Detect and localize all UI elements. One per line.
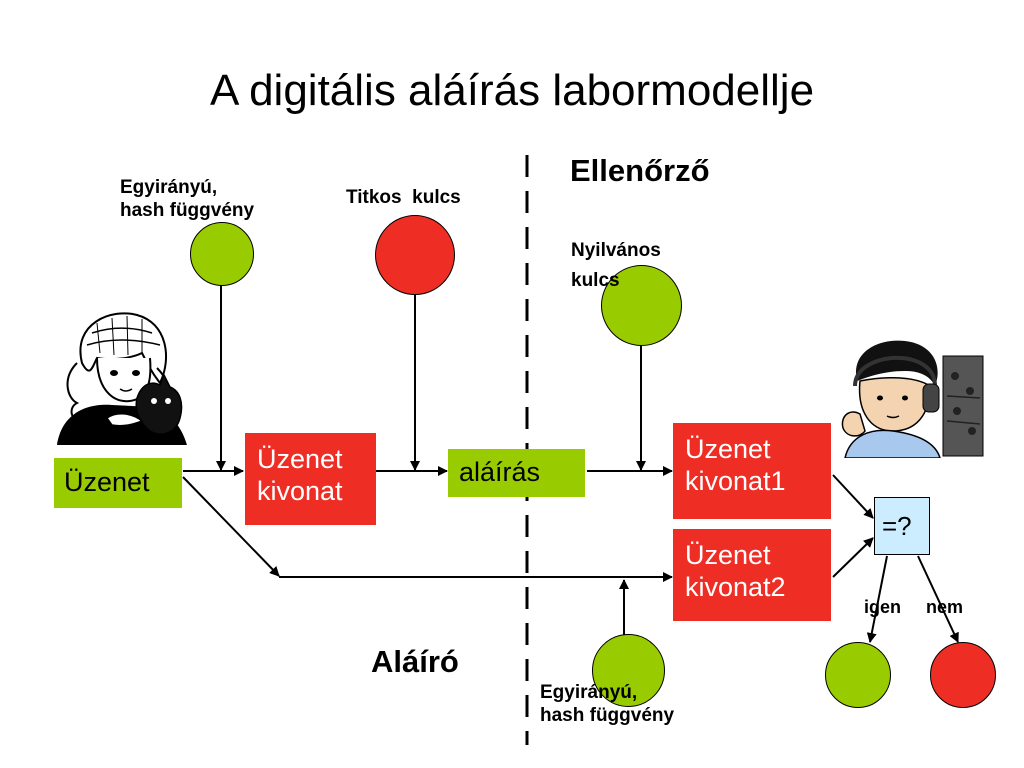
verifier-heading: Ellenőrző <box>570 153 710 188</box>
arrow-compare-to-yes <box>866 555 888 643</box>
result-no-circle <box>930 642 996 708</box>
yes-label: igen <box>864 597 902 617</box>
arrow-message-diagonal <box>182 476 280 577</box>
page-title: A digitális aláírás labormodellje <box>209 66 815 115</box>
no-label: nem <box>926 597 964 617</box>
signature-box: aláírás <box>448 449 585 497</box>
hash-function-top-circle <box>190 222 254 286</box>
secret-key-circle <box>375 215 455 295</box>
result-yes-circle <box>825 642 891 708</box>
compare-box: =? <box>874 497 930 555</box>
message-digest2-box: Üzenet kivonat2 <box>673 529 831 621</box>
hash-function-bottom-circle <box>592 634 665 707</box>
arrow-digest1-to-compare <box>832 474 874 519</box>
secret-key-label: Titkos kulcs <box>346 187 461 208</box>
arrow-digest2-to-compare <box>832 537 874 578</box>
public-key-circle <box>601 265 682 346</box>
girl-with-cat-illustration <box>52 303 197 445</box>
hash-function-bottom-label: Egyirányú, hash függvény <box>540 682 675 726</box>
signer-heading: Aláíró <box>371 644 459 679</box>
public-key-label: Nyilvános kulcs <box>571 240 661 291</box>
arrow-compare-to-no <box>917 555 959 643</box>
message-box: Üzenet <box>54 458 182 508</box>
message-digest1-box: Üzenet kivonat1 <box>673 423 831 519</box>
boy-with-headphones-illustration <box>835 336 985 458</box>
hash-function-top-label: Egyirányú, hash függvény <box>120 177 255 221</box>
message-digest-box: Üzenet kivonat <box>245 433 376 525</box>
